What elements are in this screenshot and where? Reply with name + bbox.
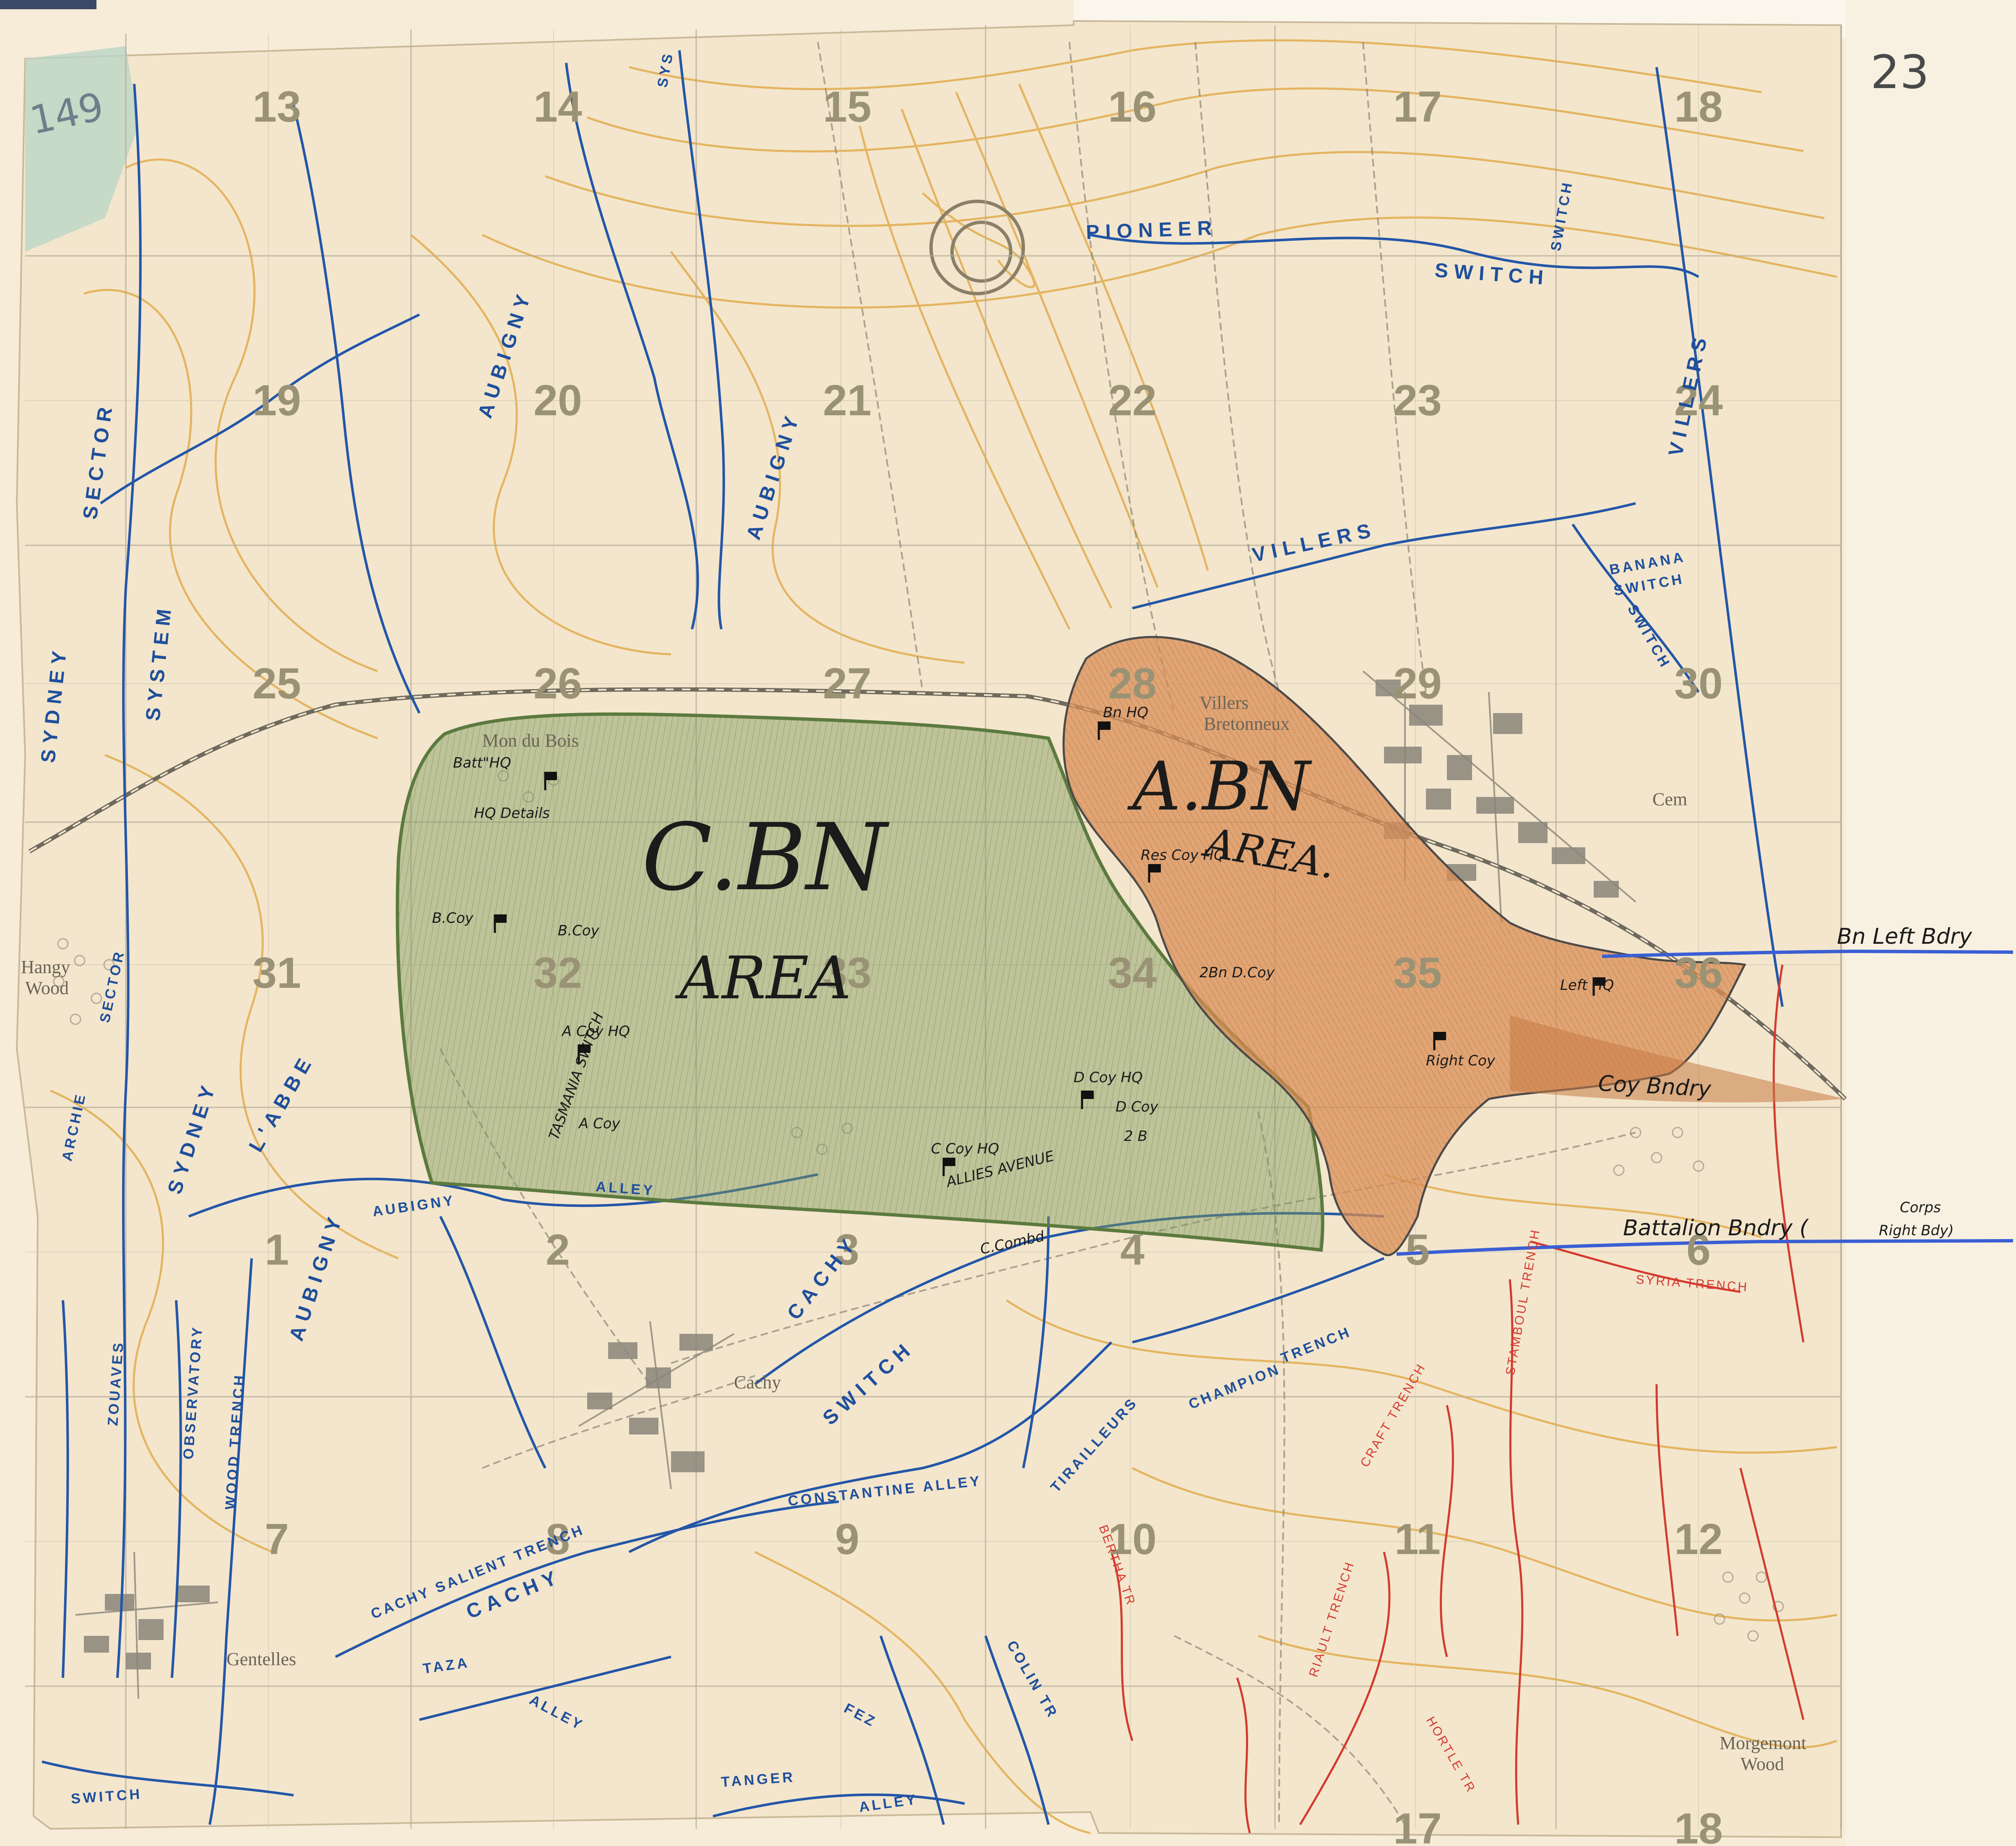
- square-13: 13: [252, 83, 301, 131]
- square-24: 24: [1674, 376, 1723, 425]
- square-3: 3: [835, 1226, 859, 1274]
- square-31: 31: [252, 949, 301, 997]
- batt-hq-note: Batt"HQ: [453, 755, 511, 771]
- villers-place: Villers: [1199, 693, 1249, 713]
- pioneer-label: PIONEER: [1086, 217, 1218, 244]
- adjoining-sheet-corner: [25, 46, 138, 252]
- square-30: 30: [1674, 659, 1723, 708]
- square-36: 36: [1674, 949, 1723, 997]
- right-margin: [1845, 0, 2016, 1846]
- bn-left-bdry-note: Bn Left Bdry: [1837, 924, 1972, 949]
- a-coy-note: A Coy: [578, 1115, 621, 1132]
- d-coy-note: D Coy: [1116, 1099, 1159, 1115]
- bn-hq-note: Bn HQ: [1103, 704, 1148, 721]
- square-17: 17: [1393, 83, 1442, 131]
- roads: [440, 42, 1636, 1825]
- square-28: 28: [1108, 659, 1157, 708]
- square-10: 10: [1108, 1515, 1157, 1564]
- hangy-wood-place: Wood: [25, 978, 69, 998]
- square-15: 15: [823, 83, 871, 131]
- square-18-lower: 18: [1674, 1804, 1723, 1846]
- square-25: 25: [252, 659, 301, 708]
- right-coy-note: Right Coy: [1426, 1052, 1496, 1069]
- square-21: 21: [823, 376, 871, 425]
- d-coy-2bn-note: 2Bn D.Coy: [1199, 964, 1275, 981]
- contour-lines: [50, 39, 1837, 1834]
- b-coy-hq-note: B.Coy: [432, 910, 474, 927]
- hill-symbol: [929, 200, 1025, 295]
- c-bn-area-hatch: [397, 714, 1323, 1250]
- a-bn-area-hatch: [1064, 637, 1745, 1255]
- morgemont-place: Morgemont: [1719, 1733, 1806, 1753]
- corps-note-line1: Corps: [1900, 1199, 1941, 1216]
- square-9: 9: [835, 1515, 859, 1564]
- square-33: 33: [823, 949, 871, 997]
- square-16: 16: [1108, 83, 1157, 131]
- place-labels: Villers Bretonneux Cachy Gentelles Morge…: [21, 693, 1806, 1774]
- square-20: 20: [533, 376, 582, 425]
- square-6: 6: [1686, 1226, 1711, 1274]
- square-4: 4: [1120, 1226, 1145, 1274]
- page-number: 23: [1870, 45, 1929, 99]
- battalion-boundary-line: [1396, 1239, 2013, 1256]
- square-29: 29: [1393, 659, 1442, 708]
- square-23: 23: [1393, 376, 1442, 425]
- square-8: 8: [546, 1515, 570, 1564]
- cemetery-place: Cem: [1652, 789, 1687, 810]
- battalion-bndry-note: Battalion Bndry (: [1623, 1216, 1809, 1241]
- res-coy-hq-note: Res Coy HQ: [1141, 847, 1225, 864]
- square-2: 2: [546, 1226, 570, 1274]
- d-coy-hq-note: D Coy HQ: [1074, 1069, 1143, 1086]
- a-bn-label: A.BN: [1127, 747, 1312, 825]
- cachy-place: Cachy: [734, 1372, 781, 1393]
- square-7: 7: [265, 1515, 289, 1564]
- village-streets: [75, 670, 1636, 1699]
- gentelles-place: Gentelles: [226, 1649, 296, 1669]
- coy-bndry-note: Coy Bndry: [1597, 1071, 1712, 1102]
- bretonneux-place: Bretonneux: [1204, 713, 1290, 734]
- square-26: 26: [533, 659, 582, 708]
- grid-square-numbers: 13 14 15 16 17 18 19 20 21 22 23 24 25 2…: [252, 83, 1723, 1846]
- square-11: 11: [1394, 1515, 1441, 1564]
- c-bn-label: C.BN: [642, 804, 890, 911]
- b-coy-note: B.Coy: [558, 922, 600, 939]
- square-12: 12: [1674, 1515, 1723, 1564]
- hq-details-note: HQ Details: [474, 805, 550, 822]
- two-b-note: 2 B: [1124, 1128, 1147, 1145]
- c-coy-hq-note: C Coy HQ: [931, 1140, 999, 1157]
- corps-note-line2: Right Bdy): [1879, 1222, 1954, 1239]
- a-coy-hq-note: A Coy HQ: [561, 1023, 630, 1040]
- left-hq-note: Left HQ: [1560, 977, 1614, 994]
- morgemont-wood-place: Wood: [1740, 1754, 1784, 1774]
- square-34: 34: [1108, 949, 1157, 997]
- square-32: 32: [533, 949, 582, 997]
- c-bn-area-label: AREA: [675, 944, 851, 1013]
- german-trenches: [1110, 964, 1805, 1833]
- hangy-place: Hangy: [21, 957, 70, 977]
- square-14: 14: [533, 83, 582, 131]
- square-27: 27: [823, 659, 871, 708]
- square-19: 19: [252, 376, 301, 425]
- coy-boundary-wedge: [1510, 1015, 1845, 1103]
- bn-left-boundary-line: [1602, 949, 2013, 958]
- square-1: 1: [265, 1226, 289, 1274]
- british-trenches: [42, 50, 1784, 1825]
- square-18: 18: [1674, 83, 1723, 131]
- railway: [28, 687, 1847, 1101]
- binding-tab: [0, 0, 96, 9]
- square-35: 35: [1393, 949, 1442, 997]
- square-17-lower: 17: [1393, 1804, 1442, 1846]
- village-blocks: [84, 680, 1619, 1669]
- square-22: 22: [1108, 376, 1157, 425]
- mon-du-bois-place: Mon du Bois: [482, 730, 579, 751]
- square-5: 5: [1405, 1226, 1430, 1274]
